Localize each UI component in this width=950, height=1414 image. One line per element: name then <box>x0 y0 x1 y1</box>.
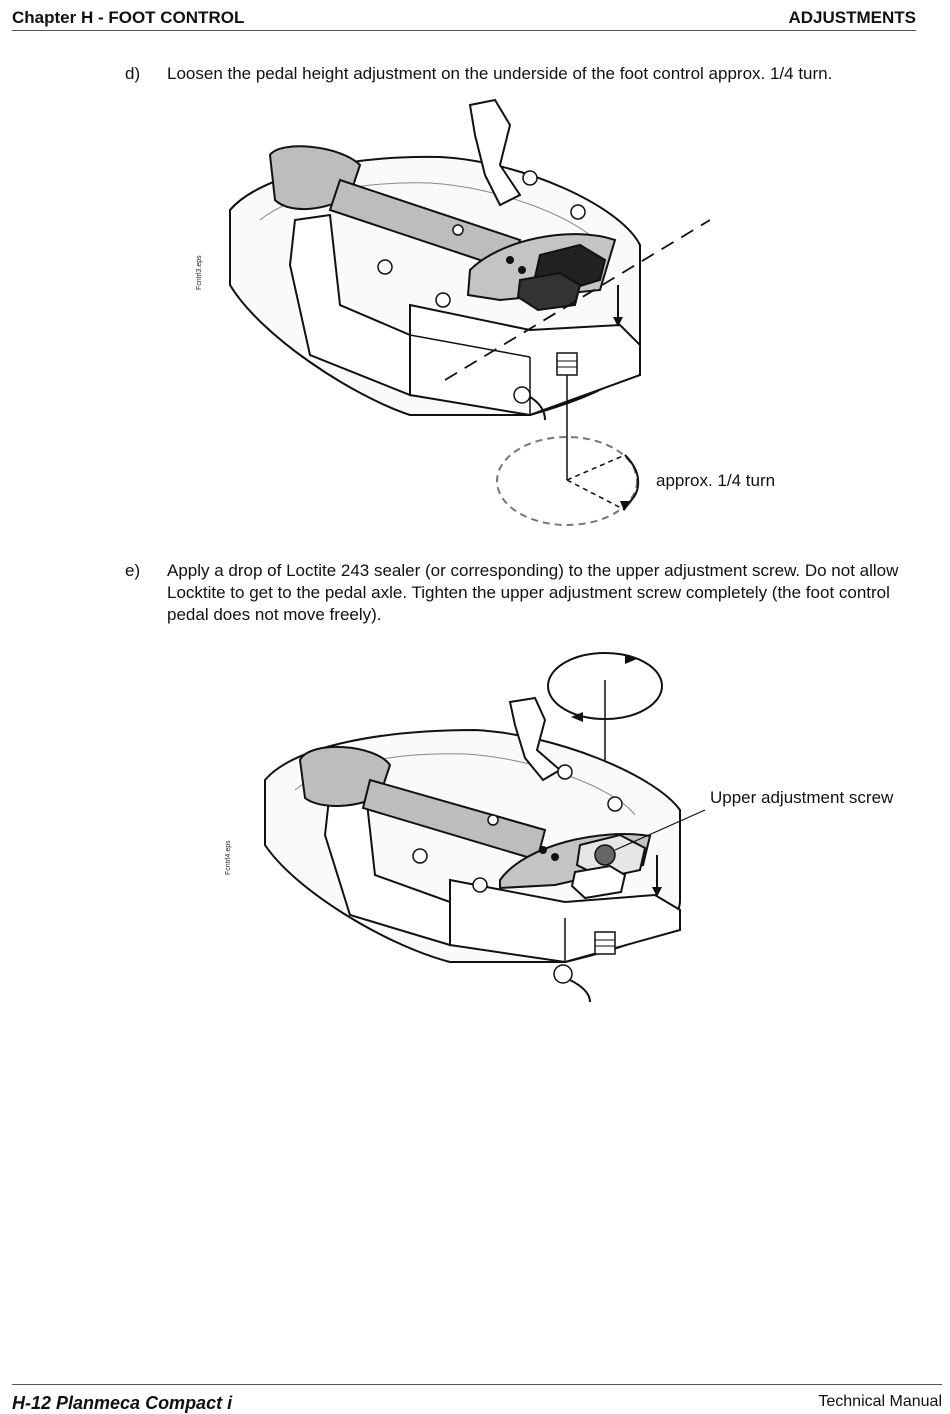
figure-file-tag: Fcntrl4.eps <box>225 840 232 875</box>
figure-loosen-pedal-height <box>229 98 710 526</box>
figure-file-tag: Fcntrl3.eps <box>196 255 203 290</box>
section-title: ADJUSTMENTS <box>788 8 916 27</box>
step-e: e) Apply a drop of Loctite 243 sealer (o… <box>0 560 950 630</box>
step-text: Apply a drop of Loctite 243 sealer (or c… <box>167 561 899 624</box>
step-letter: e) <box>125 561 141 580</box>
figure-tighten-upper-screw <box>264 652 706 1003</box>
page-header: Chapter H - FOOT CONTROL ADJUSTMENTS <box>12 6 916 31</box>
page-reference: H-12 Planmeca Compact i <box>12 1393 233 1413</box>
step-text: Loosen the pedal height adjustment on th… <box>167 64 833 83</box>
step-letter: d) <box>125 64 141 83</box>
page-footer: H-12 Planmeca Compact i Technical Manual <box>12 1384 942 1413</box>
chapter-title: Chapter H - FOOT CONTROL <box>12 8 245 27</box>
manual-name: Technical Manual <box>818 1393 942 1410</box>
quarter-turn-label: approx. 1/4 turn <box>656 471 776 490</box>
upper-screw-label: Upper adjustment screw <box>710 788 894 807</box>
